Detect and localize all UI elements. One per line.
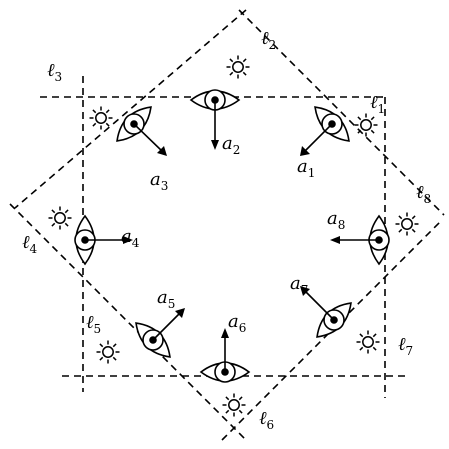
label-l7: ℓ7	[398, 334, 413, 358]
label-a2: a2	[222, 133, 240, 157]
sun-icon-right	[394, 211, 420, 237]
label-a7: a7	[290, 273, 308, 297]
arrow-a8	[330, 236, 379, 244]
arrow-a1	[300, 123, 333, 156]
sun-icon-lower-left	[95, 339, 121, 365]
arrow-a3	[133, 123, 167, 156]
label-l3: ℓ3	[47, 60, 62, 84]
sun-icon-left	[47, 205, 73, 231]
sun-icon-upper-right	[353, 112, 379, 138]
arrow-a6	[221, 328, 229, 372]
label-a1: a1	[297, 156, 315, 180]
sun-icon-upper-left	[88, 105, 114, 131]
line-l6-diagonal	[221, 219, 443, 441]
label-a3: a3	[150, 169, 168, 193]
label-l4: ℓ4	[22, 232, 38, 256]
line-l8-diagonal	[238, 9, 445, 216]
label-a4: a4	[121, 226, 140, 250]
sun-icon-top	[225, 54, 251, 80]
label-l6: ℓ6	[259, 408, 274, 432]
label-a8: a8	[327, 208, 345, 232]
arrow-a7	[300, 286, 335, 321]
arrow-a5	[152, 308, 185, 341]
label-a5: a5	[157, 287, 175, 311]
sun-icon-lower-right	[355, 329, 381, 355]
label-l1: ℓ1	[370, 92, 385, 116]
label-l2: ℓ2	[261, 28, 276, 52]
arrow-a2	[211, 100, 219, 150]
line-l2-diagonal	[14, 9, 247, 209]
sun-icon-bottom	[221, 392, 247, 418]
label-l8: ℓ8	[416, 182, 431, 206]
label-l5: ℓ5	[86, 312, 101, 336]
arrow-a4	[85, 236, 133, 244]
line-l4-diagonal	[9, 203, 247, 441]
label-a6: a6	[228, 311, 246, 335]
